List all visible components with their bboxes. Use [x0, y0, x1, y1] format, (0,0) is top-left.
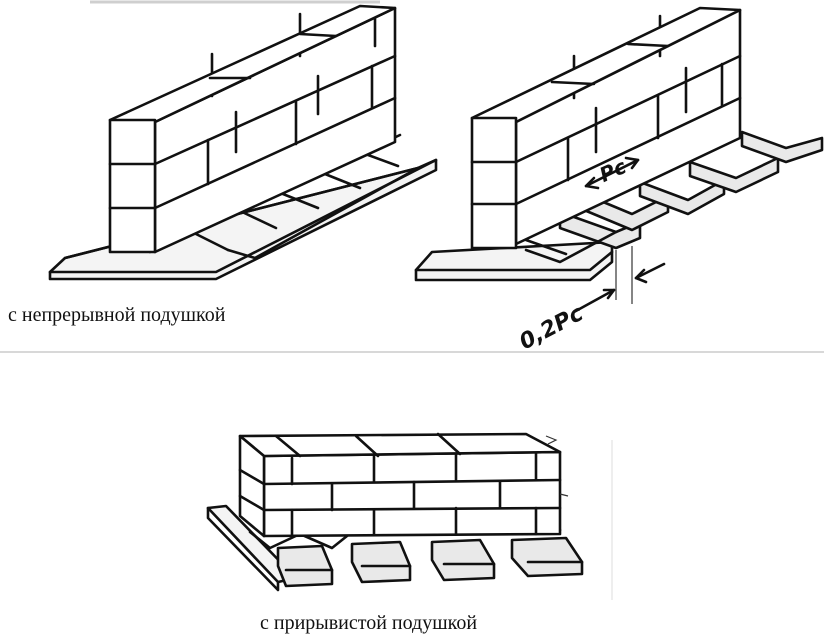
pad-block	[740, 130, 824, 164]
intermittent-pad-wall	[206, 432, 584, 592]
pad-block	[510, 536, 584, 578]
wall-end	[470, 116, 518, 250]
continuous-pad-caption: с непрерывной подушкой	[8, 304, 226, 326]
intermittent-pad-caption: с прирывистой подушкой	[260, 612, 478, 634]
pad-block	[350, 540, 412, 584]
scan-lines	[0, 0, 824, 600]
gap-label: 0,2Pc	[516, 301, 588, 355]
wall-front	[262, 450, 562, 538]
dimensioned-pad-wall: Pc 0,2Pc	[414, 6, 824, 355]
pad-block	[638, 178, 726, 216]
wall-end	[238, 434, 266, 538]
pad-block	[276, 544, 334, 588]
pad-block	[430, 538, 496, 582]
pad-block	[688, 156, 780, 194]
wall-end	[108, 118, 157, 254]
continuous-pad-wall	[48, 4, 438, 281]
